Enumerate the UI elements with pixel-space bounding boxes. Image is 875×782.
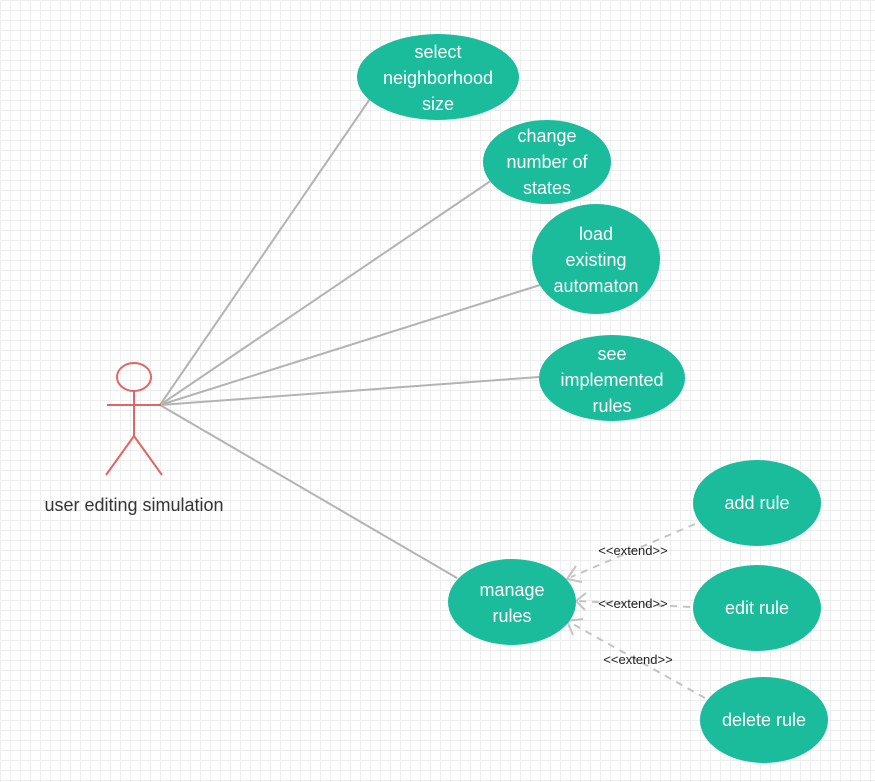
use-case-label-line: states: [523, 178, 571, 198]
extend-line-edit-rule: [577, 600, 691, 608]
use-case-label-line: select: [414, 42, 461, 62]
use-case-label-line: neighborhood: [383, 68, 493, 88]
use-case-label-line: rules: [592, 396, 631, 416]
use-case-label-line: see: [597, 344, 626, 364]
use-case-label-line: implemented: [560, 370, 663, 390]
actor-name: user editing simulation: [44, 495, 223, 515]
use-case-delete-rule[interactable]: delete rule: [700, 677, 828, 763]
use-case-label-line: size: [422, 94, 454, 114]
use-case-ellipse: [483, 120, 611, 204]
association-load-existing-automaton: [159, 284, 541, 406]
use-case-ellipse: [448, 559, 576, 645]
use-case-label-line: number of: [506, 152, 588, 172]
use-case-load-existing-automaton[interactable]: load existing automaton: [532, 204, 660, 314]
association-select-neighborhood-size: [159, 95, 373, 406]
use-case-label-line: manage: [479, 580, 544, 600]
use-case-label-line: change: [517, 126, 576, 146]
use-case-label-line: load: [579, 224, 613, 244]
association-see-implemented-rules: [159, 376, 540, 406]
extend-relations: [570, 523, 706, 699]
associations: [159, 95, 541, 579]
use-case-label-line: automaton: [553, 276, 638, 296]
use-case-ellipse: [700, 677, 828, 763]
use-case-label-line: existing: [565, 250, 626, 270]
use-case-label-line: rules: [492, 606, 531, 626]
actor-left-leg: [105, 435, 135, 476]
use-case-label-line: edit rule: [725, 598, 789, 618]
use-case-label-line: add rule: [724, 493, 789, 513]
use-case-ellipse: [357, 34, 519, 120]
use-case-edit-rule[interactable]: edit rule: [693, 565, 821, 651]
extend-label-add-rule: <<extend>>: [598, 543, 667, 558]
use-case-ellipse: [693, 460, 821, 546]
use-case-change-number-of-states[interactable]: change number of states: [483, 120, 611, 204]
association-change-number-of-states: [159, 179, 493, 406]
extend-line-add-rule: [570, 523, 696, 578]
use-case-add-rule[interactable]: add rule: [693, 460, 821, 546]
use-case-label-line: delete rule: [722, 710, 806, 730]
actor-stick-figure: [105, 362, 163, 476]
arrowhead-add-rule: [565, 565, 583, 583]
association-manage-rules: [159, 404, 458, 579]
arrowhead-delete-rule: [565, 618, 584, 636]
use-case-manage-rules[interactable]: manage rules: [448, 559, 576, 645]
use-case-see-implemented-rules[interactable]: see implemented rules: [539, 335, 685, 421]
actor-right-leg: [133, 435, 163, 476]
arrowhead-edit-rule: [574, 592, 587, 611]
use-case-ellipse: [532, 204, 660, 314]
use-case-select-neighborhood-size[interactable]: select neighborhood size: [357, 34, 519, 120]
extend-label-edit-rule: <<extend>>: [598, 596, 667, 611]
actor-head: [116, 362, 152, 392]
extend-label-delete-rule: <<extend>>: [603, 652, 672, 667]
actor[interactable]: user editing simulation: [44, 362, 224, 515]
use-case-ellipse: [539, 335, 685, 421]
use-case-ellipse: [693, 565, 821, 651]
